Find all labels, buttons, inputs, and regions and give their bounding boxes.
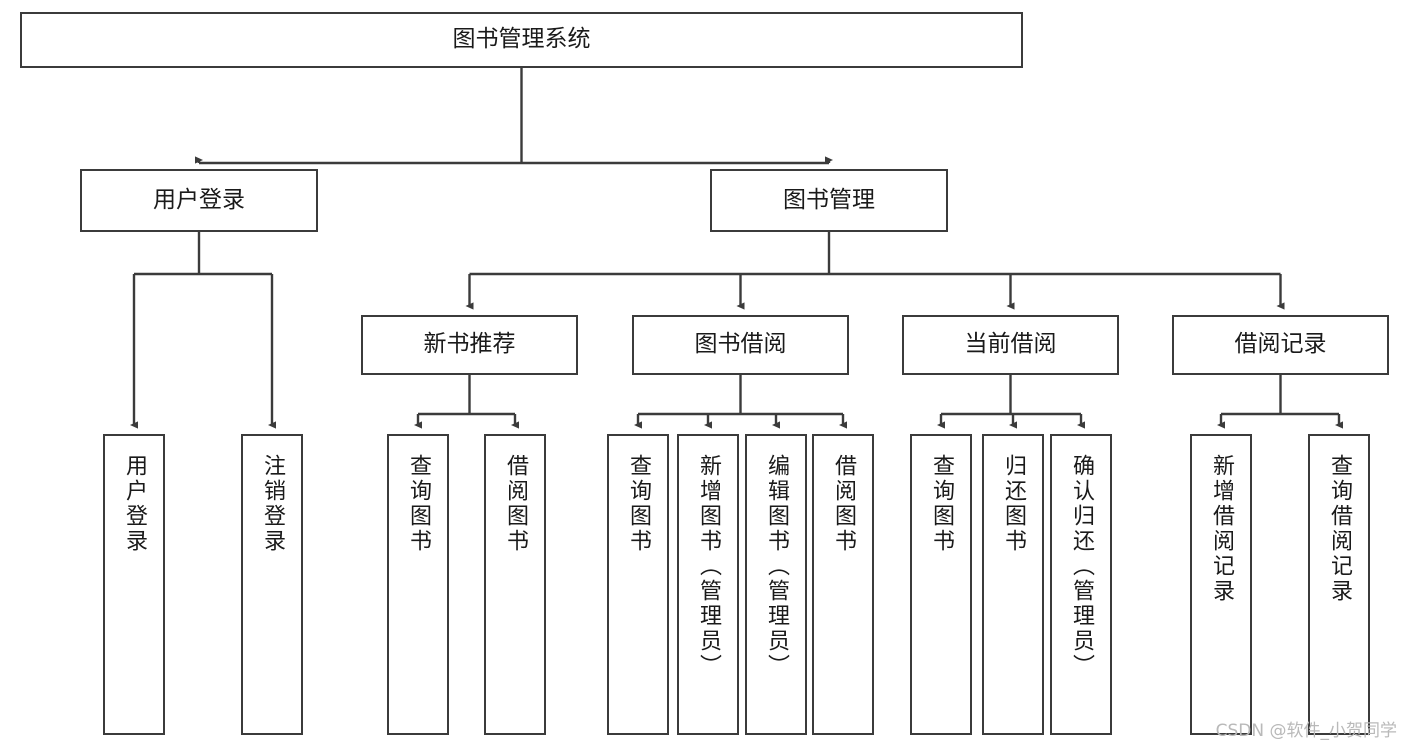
node-bookmgmt[interactable]: 图书管理	[710, 169, 948, 232]
node-label: 确认归还（管理员）	[1069, 454, 1094, 679]
csdn-watermark: CSDN @软件_小贺同学	[1215, 721, 1397, 741]
node-label: 查询图书	[626, 454, 651, 554]
node-leaf9[interactable]: 查询图书	[910, 434, 972, 735]
node-leaf10[interactable]: 归还图书	[982, 434, 1044, 735]
node-label: 新书推荐	[423, 331, 516, 358]
node-label: 编辑图书（管理员）	[764, 454, 789, 679]
node-login[interactable]: 用户登录	[80, 169, 318, 232]
node-root[interactable]: 图书管理系统	[20, 12, 1023, 68]
node-label: 当前借阅	[964, 331, 1057, 358]
node-records[interactable]: 借阅记录	[1172, 315, 1389, 375]
node-label: 查询图书	[929, 454, 954, 554]
node-label: 注销登录	[260, 454, 285, 554]
node-label: 查询图书	[406, 454, 431, 554]
node-label: 查询借阅记录	[1327, 454, 1352, 604]
node-leaf11[interactable]: 确认归还（管理员）	[1050, 434, 1112, 735]
node-leaf7[interactable]: 编辑图书（管理员）	[745, 434, 807, 735]
node-newbook[interactable]: 新书推荐	[361, 315, 578, 375]
node-label: 图书管理系统	[452, 26, 591, 53]
node-current[interactable]: 当前借阅	[902, 315, 1119, 375]
node-label: 图书借阅	[694, 331, 787, 358]
node-leaf12[interactable]: 新增借阅记录	[1190, 434, 1252, 735]
node-label: 图书管理	[783, 186, 875, 213]
node-label: 用户登录	[153, 186, 245, 213]
node-borrow[interactable]: 图书借阅	[632, 315, 849, 375]
node-label: 借阅图书	[831, 454, 856, 554]
node-label: 借阅记录	[1234, 331, 1327, 358]
node-label: 新增图书（管理员）	[696, 454, 721, 679]
node-label: 归还图书	[1001, 454, 1026, 554]
node-label: 借阅图书	[503, 454, 528, 554]
node-leaf3[interactable]: 查询图书	[387, 434, 449, 735]
node-leaf6[interactable]: 新增图书（管理员）	[677, 434, 739, 735]
node-label: 新增借阅记录	[1209, 454, 1234, 604]
node-leaf1[interactable]: 用户登录	[103, 434, 165, 735]
node-label: 用户登录	[122, 454, 147, 554]
node-leaf4[interactable]: 借阅图书	[484, 434, 546, 735]
node-leaf5[interactable]: 查询图书	[607, 434, 669, 735]
node-leaf2[interactable]: 注销登录	[241, 434, 303, 735]
node-leaf13[interactable]: 查询借阅记录	[1308, 434, 1370, 735]
node-leaf8[interactable]: 借阅图书	[812, 434, 874, 735]
